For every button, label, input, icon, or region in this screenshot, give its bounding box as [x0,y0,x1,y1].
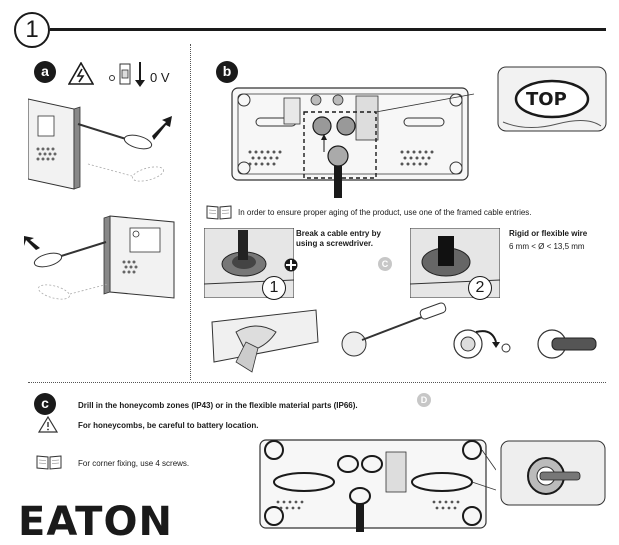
break-entry-title-line1: Break a cable entry by [296,229,381,238]
device-open-illustration-bottom [24,212,184,317]
section-d-ref-badge: D [417,393,431,407]
corner-screw-zoom [500,440,606,511]
top-label: TOP [526,89,567,110]
drill-instruction: Drill in the honeycomb zones (IP43) or i… [78,401,358,410]
top-marking-zoom [497,66,607,137]
power-switch-icon [106,58,146,93]
manual-book-icon-c [36,454,62,470]
step-circle-2: 2 [468,276,492,300]
warning-triangle-icon [38,416,58,433]
step-number: 1 [25,16,39,43]
section-divider-vertical [190,44,191,380]
section-b-badge: b [216,61,238,83]
header-rule [50,28,606,31]
honeycomb-warning: For honeycombs, be careful to battery lo… [78,421,259,430]
enclosure-back-illustration [226,78,476,203]
section-a-badge: a [34,61,56,83]
section-c-ref-badge: C [378,257,392,271]
section-divider-horizontal [28,382,606,383]
step-circle-1: 1 [262,276,286,300]
corner-fixing-note: For corner fixing, use 4 screws. [78,459,190,468]
electrical-hazard-icon [68,62,94,85]
manual-book-icon [206,204,232,220]
enclosure-drill-zones-illustration [256,430,497,537]
step-number-circle: 1 [14,12,50,48]
voltage-label: 0 V [150,70,170,85]
section-c-badge: c [34,393,56,415]
break-entry-title-line2: using a screwdriver. [296,239,373,248]
eaton-logo: EATON [18,499,173,545]
wire-type-title: Rigid or flexible wire [509,229,588,238]
cable-entry-sequence-illustration [206,302,602,383]
wire-diameter-spec: 6 mm < Ø < 13,5 mm [509,242,585,251]
cross-screwdriver-icon [284,258,298,277]
cable-entry-note: In order to ensure proper aging of the p… [238,208,532,217]
device-open-illustration-top [27,94,178,199]
